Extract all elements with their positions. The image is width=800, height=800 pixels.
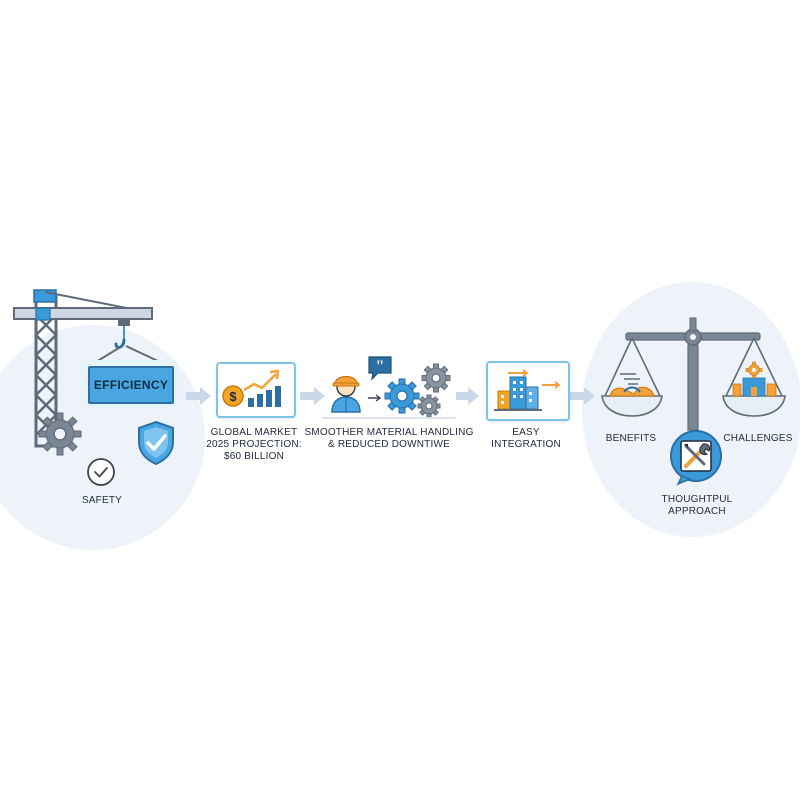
handling-label-line2: & REDUCED DOWNTIWE — [328, 439, 450, 450]
gear-icon — [38, 412, 82, 456]
approach-label-line1: THOUGHTPUL — [661, 494, 733, 505]
small-arrow-icon — [368, 394, 382, 402]
shield-check-icon — [138, 420, 174, 466]
flow-arrow-2 — [300, 387, 325, 405]
efficiency-label: EFFICIENCY — [88, 366, 174, 404]
flow-arrow-4 — [570, 387, 595, 405]
integration-label-line1: EASY — [512, 427, 540, 438]
svg-text:": " — [376, 358, 385, 375]
market-projection-box — [216, 362, 296, 418]
speech-bubble-icon: " — [368, 356, 392, 381]
dollar-growth-chart-icon: $ — [222, 369, 281, 407]
worker-icon — [331, 375, 361, 413]
check-circle-icon — [87, 458, 115, 486]
flow-arrow-1 — [186, 387, 211, 405]
handling-underline — [322, 417, 456, 419]
svg-text:$: $ — [229, 389, 237, 404]
safety-label: SAFETY — [81, 495, 123, 506]
approach-label-line2: APPROACH — [668, 506, 726, 517]
market-label-line1: GLOBAL MARKET — [210, 427, 298, 438]
flow-arrow-3 — [456, 387, 479, 405]
market-label-line3: $60 BILLION — [223, 451, 284, 462]
tools-icon — [670, 430, 722, 486]
building-integration-icon — [494, 369, 561, 411]
integration-label-line2: INTEGRATION — [491, 439, 561, 450]
market-label-line2: 2025 PROJECTION: — [206, 439, 302, 450]
benefits-label: BENEFITS — [605, 433, 657, 444]
challenges-label: CHALLENGES — [723, 433, 793, 444]
handling-label-line1: SMOOTHER MATERIAL HANDLING — [304, 427, 474, 438]
